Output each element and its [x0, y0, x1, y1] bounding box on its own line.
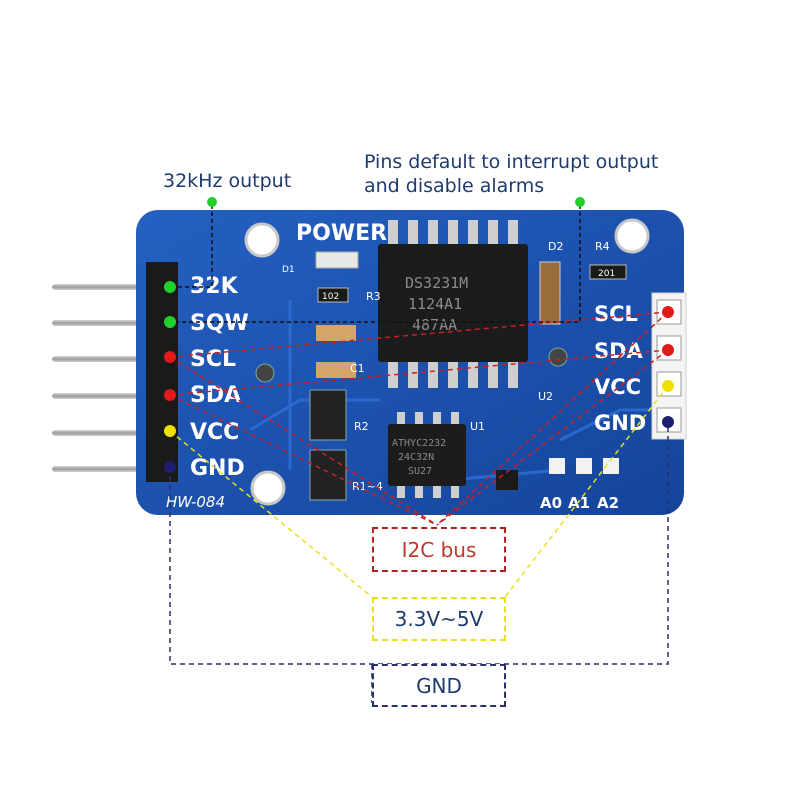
refdes-u2: U2	[538, 390, 553, 403]
rtc-chip-line-1: DS3231M	[405, 274, 468, 292]
pin-sda	[52, 393, 152, 399]
refdes-r1-4: R1~4	[352, 480, 383, 493]
rtc-chip-line-3: 487AA	[412, 316, 457, 334]
khz-output-annotation: 32kHz output	[163, 170, 292, 192]
left-pin-label-scl: SCL	[190, 347, 236, 372]
pcb-traces	[249, 300, 650, 482]
refdes-r2: R2	[354, 420, 369, 433]
eeprom-line-3: SU27	[408, 466, 432, 477]
dot-sqw	[164, 316, 176, 328]
refdes-r3: R3	[366, 290, 381, 303]
refdes-u1: U1	[470, 420, 485, 433]
i2c-lines	[169, 311, 669, 526]
dot-right-scl	[662, 306, 674, 318]
gnd-box: GND	[372, 664, 506, 707]
left-header-body	[146, 262, 178, 482]
dot-vcc	[164, 425, 176, 437]
left-pin-label-sda: SDA	[190, 383, 241, 408]
pad-label-a0: A0	[540, 494, 562, 512]
dot-32k	[164, 281, 176, 293]
annotation-dot-32k	[207, 197, 217, 207]
dot-right-vcc	[662, 380, 674, 392]
pad-label-a1: A1	[568, 494, 590, 512]
right-pin-label-scl: SCL	[594, 302, 638, 326]
pin-vcc	[52, 430, 152, 436]
smd-components: 102 201	[255, 251, 627, 501]
left-pin-label-32k: 32K	[190, 274, 239, 299]
refdes-r4: R4	[595, 240, 610, 253]
right-pin-dots	[662, 306, 674, 428]
left-pin-label-vcc: VCC	[190, 420, 239, 445]
right-pin-label-sda: SDA	[594, 339, 644, 363]
eeprom-line-2: 24C32N	[398, 452, 434, 463]
refdes-d1: D1	[282, 265, 295, 275]
annotation-dot-interrupt	[575, 197, 585, 207]
eeprom-line-1: ATHYC2232	[392, 438, 446, 449]
resistor-102-code: 102	[322, 292, 339, 302]
mounting-holes	[244, 218, 650, 506]
address-pad-labels: A0 A1 A2	[540, 494, 619, 512]
power-lines	[169, 385, 669, 598]
pin-scl	[52, 356, 152, 362]
rtc-chip-line-2: 1124A1	[408, 295, 462, 313]
header-pins	[52, 284, 152, 472]
pad-label-a2: A2	[597, 494, 619, 512]
right-pin-labels: SCL SDA VCC GND	[594, 302, 646, 435]
eeprom-chip: ATHYC2232 24C32N SU27	[388, 412, 466, 498]
voltage-box: 3.3V~5V	[372, 597, 506, 641]
callout-lines-black	[170, 205, 581, 323]
model-label: HW-084	[166, 493, 225, 511]
power-label: POWER	[296, 221, 387, 246]
dot-scl	[164, 351, 176, 363]
refdes-c1: C1	[350, 362, 365, 375]
right-pin-label-gnd: GND	[594, 411, 646, 435]
dot-gnd	[164, 461, 176, 473]
left-pin-labels: 32K SQW SCL SDA VCC GND	[190, 274, 249, 481]
resistor-201-code: 201	[598, 269, 615, 279]
dot-sda	[164, 389, 176, 401]
pin-32k	[52, 284, 152, 290]
left-pin-dots	[164, 281, 176, 473]
pin-sqw	[52, 320, 152, 326]
pin-gnd	[52, 466, 152, 472]
dot-right-sda	[662, 344, 674, 356]
left-pin-label-gnd: GND	[190, 456, 245, 481]
dot-right-gnd	[662, 416, 674, 428]
right-pin-label-vcc: VCC	[594, 375, 641, 399]
interrupt-annotation-line-1: Pins default to interrupt output	[364, 151, 659, 173]
refdes-d2: D2	[548, 240, 563, 253]
left-pin-label-sqw: SQW	[190, 311, 249, 336]
interrupt-annotation-line-2: and disable alarms	[364, 175, 545, 197]
i2c-bus-box: I2C bus	[372, 527, 506, 572]
